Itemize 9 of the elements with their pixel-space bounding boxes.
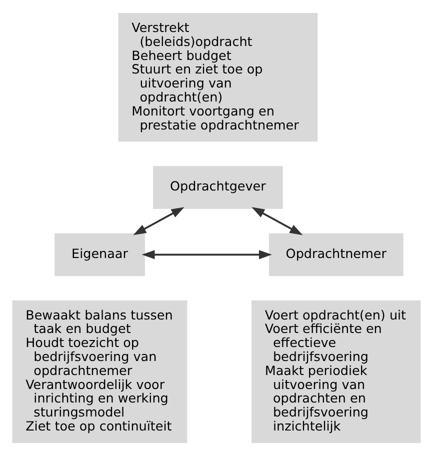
node-box: Eigenaar <box>54 233 145 276</box>
node-box: Voert opdracht(en) uit Voert efficiënte en effectieve bedrijfsvoering Maakt periodiek uitvoering van opdrachten en bedrijfsvoering inzichtelijk <box>252 300 421 443</box>
arrow <box>252 207 303 236</box>
node-box: Opdrachtgever <box>153 166 283 209</box>
arrow <box>142 250 272 260</box>
node-box: Opdrachtnemer <box>268 233 404 276</box>
arrow <box>133 207 184 236</box>
node-box: Verstrekt (beleids)opdracht Beheert budget Stuurt en ziet toe op uitvoering van opdracht(en) Monitort voortgang en prestatie opdrachtnemer <box>118 13 318 142</box>
node-box: Bewaakt balans tussen taak en budget Houdt toezicht op bedrijfsvoering van opdrachtnemer Verantwoordelijk voor inrichting en werking sturingsmodel Ziet toe op continuïteit <box>12 300 188 443</box>
